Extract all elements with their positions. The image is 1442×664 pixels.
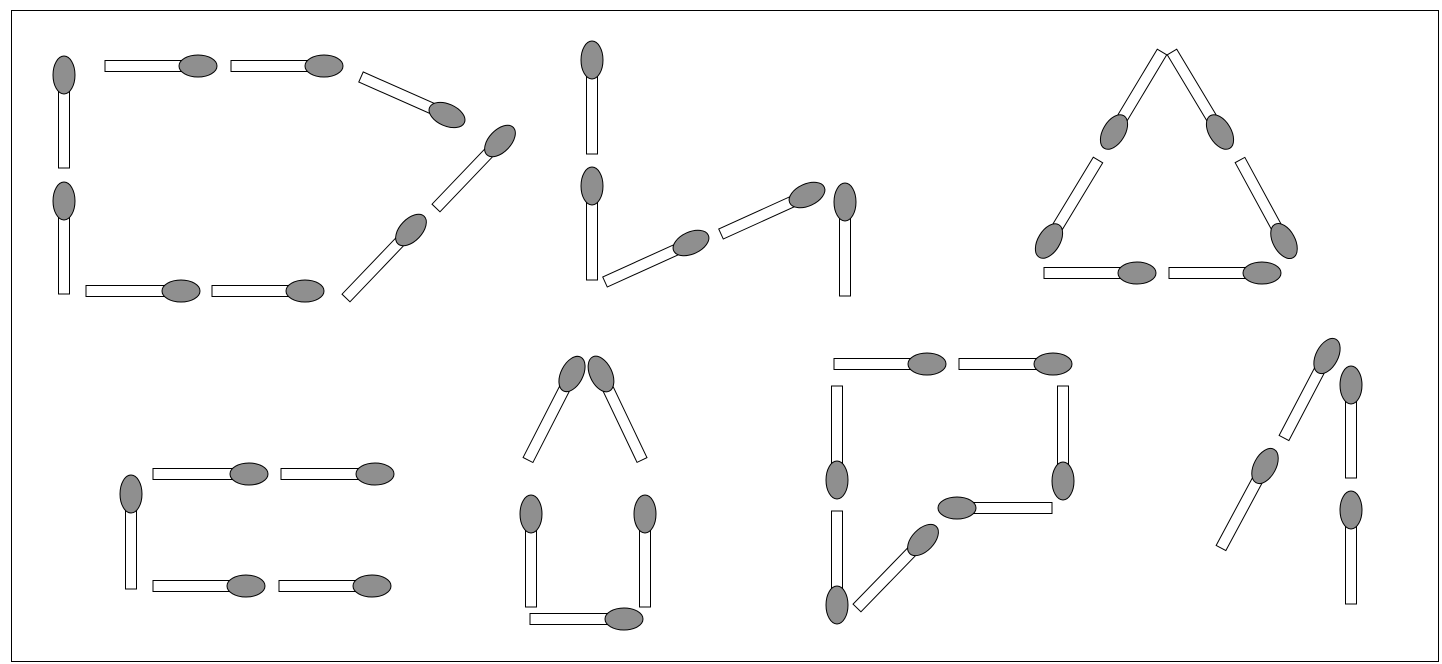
matchstick — [834, 183, 856, 296]
matchstick — [1340, 491, 1362, 604]
matchstick — [428, 120, 521, 216]
matchstick-head — [834, 183, 856, 221]
matchstick — [1340, 366, 1362, 478]
matchstick-head — [353, 575, 391, 597]
matchstick — [834, 353, 946, 375]
matchstick-head — [581, 167, 603, 205]
matchstick-head — [908, 353, 946, 375]
matchstick — [1274, 334, 1345, 443]
matchstick — [281, 463, 394, 485]
matchstick-head — [634, 495, 656, 533]
matchstick-head — [227, 575, 265, 597]
matchstick — [959, 353, 1072, 375]
figure-house — [518, 352, 656, 630]
figure-small-triangle — [1211, 334, 1362, 604]
matchstick-head — [53, 56, 75, 94]
matchstick-head — [120, 475, 142, 513]
matchstick-head — [1052, 462, 1074, 500]
matchstick — [581, 167, 603, 280]
matchstick-head — [305, 55, 343, 77]
matchstick-head — [520, 495, 542, 533]
figure-flag — [826, 353, 1074, 624]
matchstick — [716, 177, 828, 244]
matchstick — [53, 182, 75, 294]
matchstick — [520, 495, 542, 607]
matchstick — [105, 55, 217, 77]
matchstick — [1230, 155, 1302, 263]
matchstick — [826, 386, 848, 499]
matchstick — [600, 225, 712, 292]
matchstick — [53, 56, 75, 168]
figure-zigzag — [581, 41, 856, 296]
matchstick-head — [1340, 366, 1362, 404]
matchstick — [1163, 46, 1240, 154]
matchstick-head — [938, 497, 976, 519]
matchstick — [849, 519, 944, 616]
matchstick-head — [826, 586, 848, 624]
matchstick — [634, 495, 656, 607]
matchstick — [1095, 46, 1172, 154]
matchstick — [581, 41, 603, 154]
figure-triangle — [1030, 46, 1303, 284]
matchstick — [338, 209, 432, 306]
matchstick — [357, 67, 469, 133]
matchstick — [120, 475, 142, 589]
matchstick — [1052, 386, 1074, 500]
matchstick — [1044, 262, 1156, 284]
matchstick — [518, 352, 590, 465]
matchstick — [826, 511, 848, 624]
matchstick — [1169, 262, 1281, 284]
matchstick — [212, 280, 324, 302]
matchstick — [231, 55, 343, 77]
matchstick-head — [1034, 353, 1072, 375]
matchstick-head — [1340, 491, 1362, 529]
matchstick — [86, 280, 200, 302]
matchstick-head — [230, 463, 268, 485]
matchstick-head — [53, 182, 75, 220]
matchstick-head — [1118, 262, 1156, 284]
matchstick-head — [179, 55, 217, 77]
matchstick — [938, 497, 1052, 519]
matchstick — [279, 575, 391, 597]
matchstick — [583, 352, 652, 465]
matchstick-head — [605, 608, 643, 630]
matchstick — [1030, 154, 1108, 263]
matchstick-head — [286, 280, 324, 302]
matchstick — [153, 463, 268, 485]
matchstick — [530, 608, 643, 630]
matchstick — [153, 575, 265, 597]
figure-pentagon-arrow — [53, 55, 521, 306]
figure-bracket — [120, 463, 394, 597]
matchstick-head — [162, 280, 200, 302]
matchstick — [1211, 444, 1283, 553]
matchstick-head — [356, 463, 394, 485]
matchstick-head — [826, 461, 848, 499]
matchstick-head — [1243, 262, 1281, 284]
matchstick-head — [581, 41, 603, 79]
